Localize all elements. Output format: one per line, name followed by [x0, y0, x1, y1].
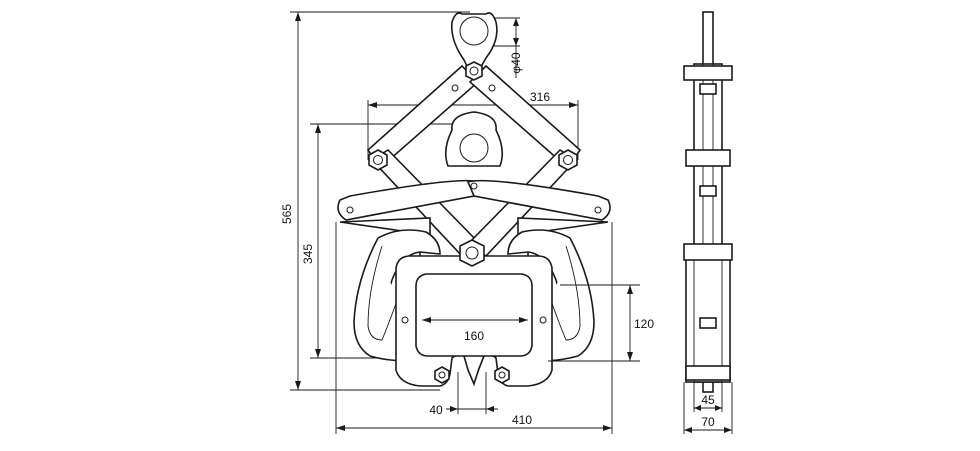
side-view: 45 70	[683, 11, 733, 434]
dim-jaw-opening: 120	[548, 284, 654, 362]
dim-side-width: 70	[683, 382, 733, 434]
dim-overall-width-label: 410	[512, 413, 532, 427]
side-bolts	[683, 65, 733, 381]
dim-total-height: 565	[280, 11, 470, 391]
center-eye-hole	[459, 133, 489, 163]
right-jaw	[507, 229, 595, 362]
upper-links	[366, 64, 582, 170]
dim-tip-gap-label: 40	[429, 403, 443, 417]
dim-plate-thickness-label: 45	[701, 393, 715, 407]
dim-eye-diameter-label: φ40	[509, 52, 523, 73]
bolt-right	[558, 149, 578, 171]
inner-window	[415, 273, 533, 357]
dim-link-span-label: 316	[530, 90, 550, 104]
dim-overall-width: 410	[335, 222, 613, 434]
front-view: 565 345 φ40 316	[280, 11, 654, 434]
dim-tip-gap: 40	[429, 372, 498, 417]
bolt-tip-right	[494, 366, 510, 384]
bolt-tip-left	[434, 366, 450, 384]
dim-total-height-label: 565	[280, 204, 294, 224]
dim-jaw-opening-label: 120	[634, 317, 654, 331]
inner-frame	[395, 255, 553, 387]
dim-side-width-label: 70	[701, 415, 715, 429]
dim-inner-width-label: 160	[464, 329, 484, 343]
dim-inner-width: 160	[422, 317, 528, 343]
horizontal-arms	[337, 179, 611, 236]
shackle-eye-hole	[459, 16, 489, 46]
bolt-top	[465, 61, 483, 81]
side-jaw-plates	[685, 247, 731, 383]
bolt-left	[368, 149, 388, 171]
dim-jaw-height-label: 345	[301, 244, 315, 264]
dim-plate-thickness: 45	[693, 382, 723, 412]
pivot-bolts	[368, 61, 578, 384]
bolt-center	[459, 239, 485, 267]
center-plate	[444, 111, 504, 167]
